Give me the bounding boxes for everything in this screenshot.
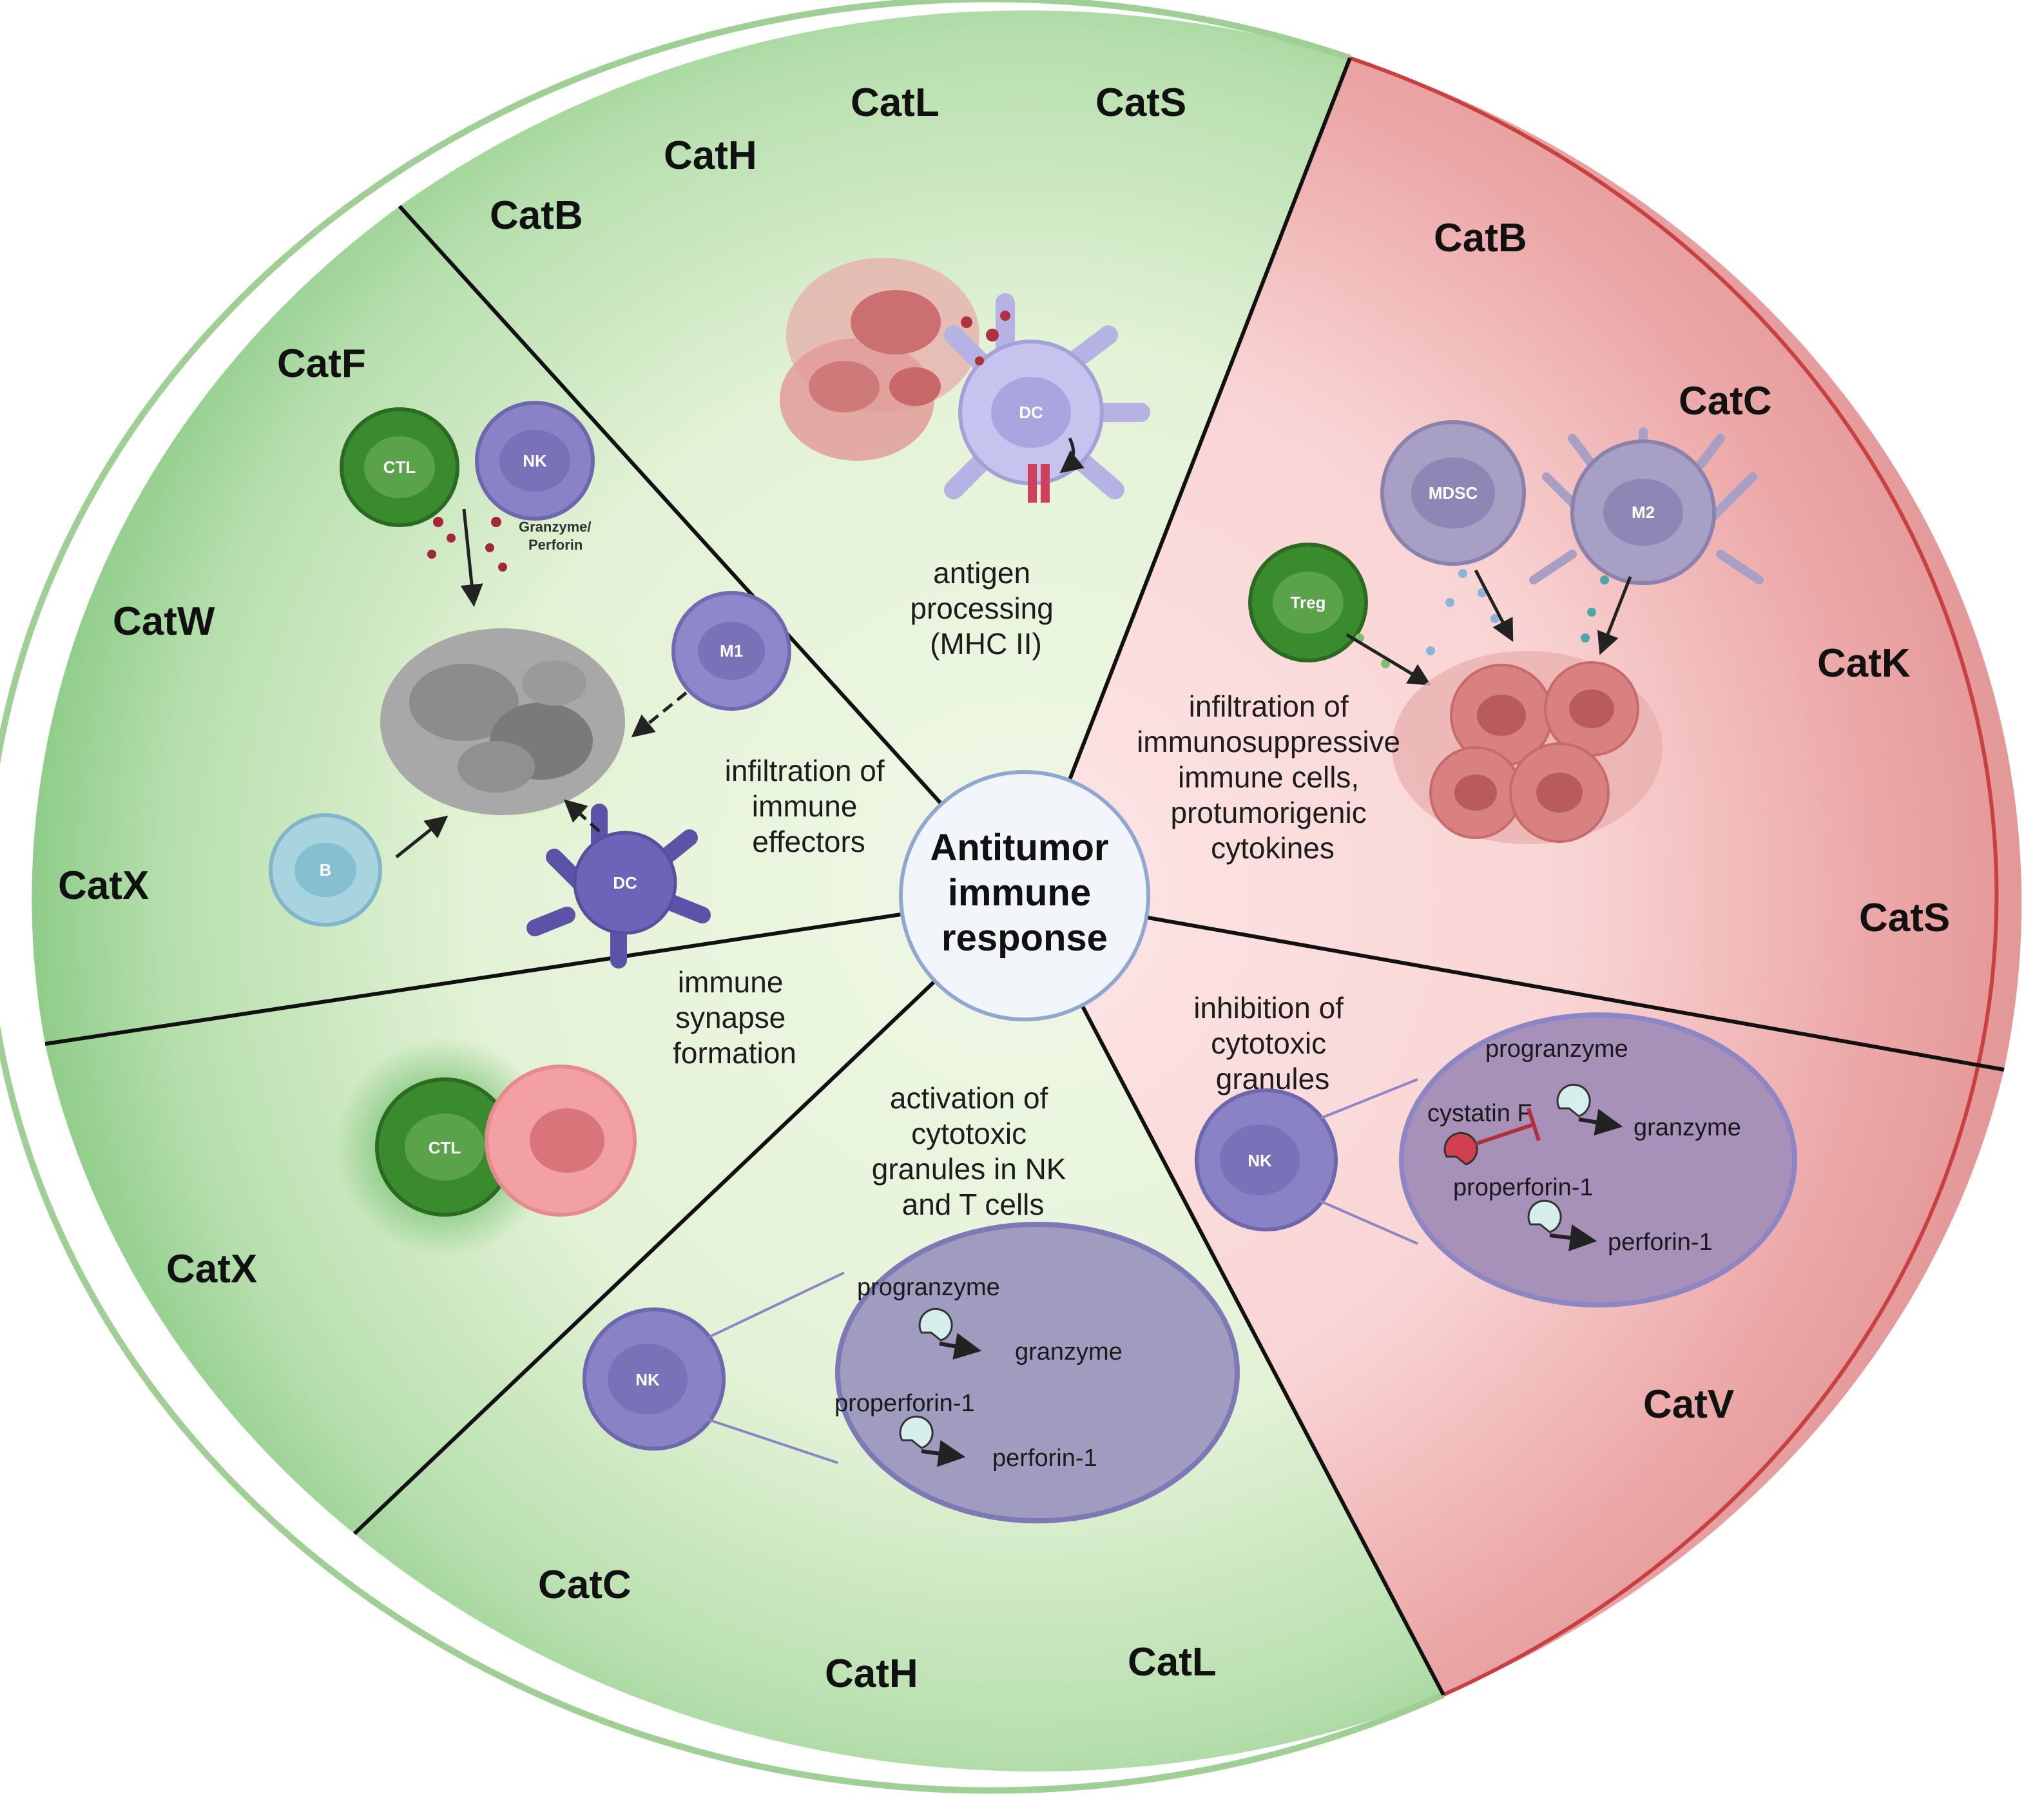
cathepsin-label: CatS: [1095, 81, 1186, 125]
cell-label-m1: M1: [720, 641, 743, 661]
cytokine-dots: [1355, 569, 1609, 668]
nk-cell-effectors: NK: [475, 401, 595, 521]
enzyme-icon: [918, 1307, 953, 1342]
inhibition-bar: [1527, 1108, 1541, 1141]
cathepsin-label: CatL: [851, 81, 940, 125]
cathepsin-label: CatC: [1679, 379, 1772, 423]
zoom-lines-activation: [702, 1271, 845, 1464]
cathepsin-label: CatX: [58, 863, 149, 908]
cell-label-nk: NK: [635, 1370, 660, 1389]
cell-label-ctl: CTL: [429, 1138, 461, 1157]
tumor-cell-cluster-antigen: [780, 258, 979, 461]
cathepsin-label: CatB: [1434, 216, 1527, 260]
cathepsin-label: CatK: [1817, 641, 1911, 686]
label-cystatin-f: cystatin F: [1427, 1100, 1532, 1127]
cell-label-dc: DC: [613, 873, 637, 892]
segment-immune-synapse: [45, 896, 1025, 1534]
antitumor-border: [0, 0, 1445, 1794]
ctl-cell-effectors: CTL: [340, 407, 459, 527]
label-granzyme: granzyme: [1634, 1114, 1741, 1141]
cathepsin-label: CatH: [825, 1652, 918, 1696]
tumor-cell-cluster-suppressive: [1392, 651, 1663, 844]
cathepsin-label: CatL: [1128, 1640, 1217, 1684]
description-synapse: immune synapse formation: [673, 965, 796, 1070]
cell-label-nk: NK: [1248, 1151, 1272, 1170]
cell-label-mdsc: MDSC: [1429, 483, 1478, 503]
center-hub: Antitumor immune response: [899, 770, 1150, 1021]
cleavage-arrow: [921, 1440, 966, 1467]
enzyme-icon: [899, 1415, 934, 1449]
granule-arrow: [460, 508, 483, 607]
mdsc-arrow: [1474, 569, 1514, 642]
cathepsins-suppressive: CatB CatC CatK CatS: [1434, 216, 1950, 940]
label-perforin: perforin-1: [1608, 1229, 1713, 1256]
segment-dividers: [44, 57, 2005, 1696]
nk-cell-activation: NK: [583, 1307, 726, 1451]
granule-zoom-inhibition: progranzyme cystatin F granzyme properfo…: [1399, 1012, 1797, 1307]
cathepsins-synapse: CatX: [166, 1247, 257, 1291]
cell-label-b: B: [320, 860, 332, 880]
cathepsins-activation: CatC CatH CatL: [538, 1563, 1217, 1696]
label-perforin: perforin-1: [992, 1445, 1097, 1472]
segment-immunosuppressive: [1025, 58, 2022, 1070]
mdsc-cell: MDSC: [1380, 420, 1526, 566]
cell-label-treg: Treg: [1291, 593, 1326, 612]
m1-cell: M1: [671, 591, 791, 711]
inhibition-line: [1475, 1123, 1534, 1146]
ctl-cell-synapse: CTL: [375, 1077, 514, 1217]
m1-arrow: [631, 691, 688, 738]
label-progranzyme: progranzyme: [1485, 1036, 1628, 1063]
dc-cell-antigen: DC: [944, 293, 1150, 503]
cell-label-dc: DC: [1019, 403, 1043, 422]
description-effectors: infiltration of immune effectors: [725, 754, 893, 858]
b-cell: B: [269, 813, 382, 927]
cleavage-arrow: [1578, 1108, 1623, 1136]
cathepsin-label: CatH: [664, 133, 757, 178]
m2-cell: M2: [1529, 427, 1764, 585]
protumor-border: [1349, 56, 1999, 1697]
cleavage-arrow: [939, 1333, 982, 1360]
description-inhibition: inhibition of cytotoxic granules: [1193, 991, 1352, 1095]
cathepsin-label: CatC: [538, 1563, 632, 1607]
cathepsins-effectors: CatF CatW CatX: [58, 342, 366, 908]
granule-dots: [427, 517, 507, 572]
description-suppressive: infiltration of immunosuppressive immune…: [1137, 690, 1409, 865]
b-arrow: [395, 815, 448, 858]
description-antigen: antigen processing (MHC II): [910, 556, 1061, 661]
treg-arrow: [1345, 633, 1432, 686]
target-tumor-cell: [485, 1065, 637, 1217]
cathepsin-label: CatF: [277, 342, 366, 386]
label-properforin: properforin-1: [1453, 1174, 1594, 1201]
label-properforin: properforin-1: [834, 1390, 975, 1417]
hub-title: Antitumor immune response: [930, 827, 1119, 959]
cathepsins-antigen: CatB CatH CatL CatS: [490, 81, 1186, 238]
zoom-lines-inhibition: [1314, 1078, 1418, 1245]
nk-cell-inhibition: NK: [1195, 1088, 1338, 1231]
cathepsin-label: CatB: [490, 193, 583, 238]
cleavage-arrow: [1549, 1224, 1597, 1251]
antigen-particles: [961, 311, 1010, 365]
cathepsin-label: CatS: [1859, 896, 1950, 940]
cell-label-ctl: CTL: [383, 458, 416, 477]
cystatin-f-icon: [1443, 1132, 1478, 1166]
granule-label: Granzyme/ Perforin: [519, 519, 595, 553]
m2-arrow: [1597, 576, 1632, 655]
label-progranzyme: progranzyme: [857, 1274, 1000, 1301]
dying-tumor-cluster: [380, 628, 625, 815]
cell-label-nk: NK: [523, 451, 547, 470]
description-activation: activation of cytotoxic granules in NK a…: [872, 1081, 1075, 1221]
cathepsin-label: CatX: [166, 1247, 257, 1291]
cathepsins-inhibition: CatV: [1643, 1382, 1734, 1427]
label-granzyme: granzyme: [1015, 1338, 1123, 1365]
cell-label-m2: M2: [1632, 503, 1655, 522]
granule-zoom-activation: progranzyme granzyme properforin-1 perfo…: [834, 1222, 1240, 1523]
dc-arrow: [563, 799, 601, 833]
cathepsin-label: CatV: [1643, 1382, 1734, 1427]
enzyme-icon: [1556, 1083, 1591, 1117]
treg-cell: Treg: [1248, 543, 1368, 662]
enzyme-icon: [1527, 1199, 1562, 1233]
cathepsin-label: CatW: [113, 599, 215, 644]
